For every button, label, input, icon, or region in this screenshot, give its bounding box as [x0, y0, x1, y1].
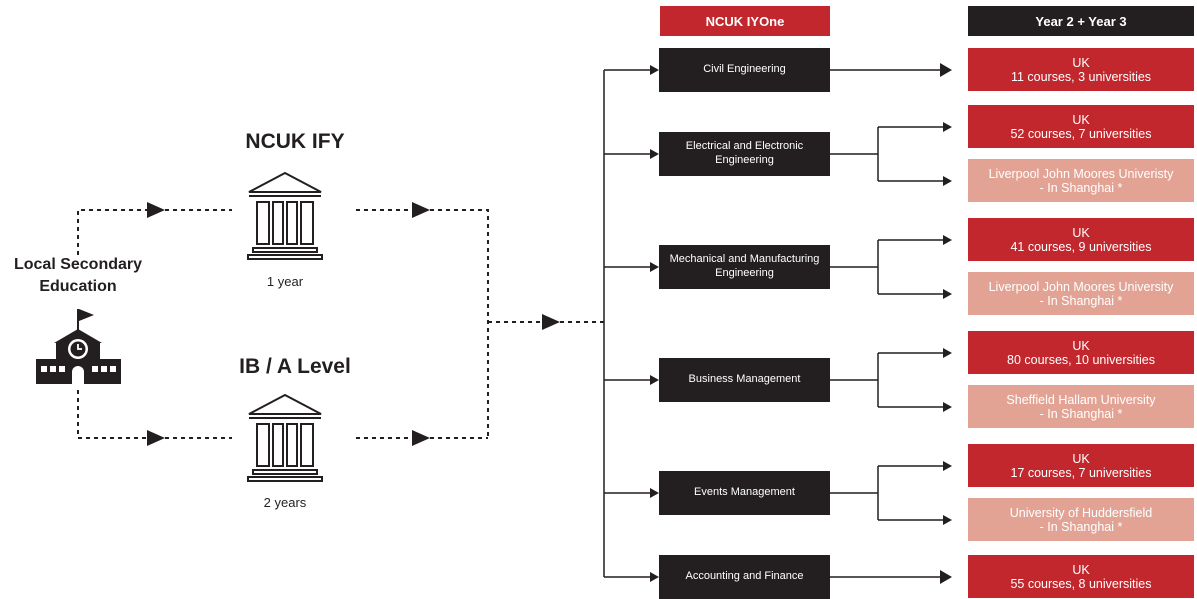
destination-box: UK 80 courses, 10 universities [968, 331, 1194, 374]
programme-events-management: Events Management [659, 471, 830, 515]
programme-accounting-finance: Accounting and Finance [659, 555, 830, 599]
iyone-header: NCUK IYOne [660, 6, 830, 36]
destination-title: UK [1072, 112, 1090, 127]
ib-duration: 2 years [263, 495, 307, 510]
destination-box: UK 11 courses, 3 universities [968, 48, 1194, 91]
destination-box: UK 52 courses, 7 universities [968, 105, 1194, 148]
destination-detail: 11 courses, 3 universities [1010, 69, 1152, 84]
destination-title: University of Huddersfield [1009, 505, 1153, 520]
destination-title: UK [1072, 55, 1090, 70]
destination-title: Liverpool John Moores Univeristy [988, 166, 1174, 181]
local-secondary-label: Local Secondary Education [13, 256, 143, 296]
ify-title: NCUK IFY [245, 130, 345, 153]
ib-title: IB / A Level [239, 355, 351, 378]
destination-box: Liverpool John Moores Univeristy - In Sh… [968, 159, 1194, 202]
destination-box: Sheffield Hallam University - In Shangha… [968, 385, 1194, 428]
ify-duration: 1 year [266, 274, 304, 289]
destination-title: UK [1072, 225, 1090, 240]
destination-detail: - In Shanghai * [1039, 293, 1123, 308]
destination-detail: - In Shanghai * [1039, 180, 1123, 195]
destination-title: Sheffield Hallam University [1006, 392, 1156, 407]
destination-detail: 80 courses, 10 universities [1007, 352, 1155, 367]
programme-business-management: Business Management [659, 358, 830, 402]
destination-box: UK 41 courses, 9 universities [968, 218, 1194, 261]
destination-detail: 52 courses, 7 universities [1010, 126, 1152, 141]
destination-detail: 55 courses, 8 universities [1010, 576, 1152, 591]
destination-box: UK 17 courses, 7 universities [968, 444, 1194, 487]
years-header: Year 2 + Year 3 [968, 6, 1194, 36]
destination-title: Liverpool John Moores University [988, 279, 1174, 294]
destination-detail: 41 courses, 9 universities [1010, 239, 1152, 254]
programme-mechanical-engineering: Mechanical and Manufacturing Engineering [659, 245, 830, 289]
destination-box: Liverpool John Moores University - In Sh… [968, 272, 1194, 315]
programme-electrical-engineering: Electrical and Electronic Engineering [659, 132, 830, 176]
destination-title: UK [1072, 451, 1090, 466]
institution-icon [247, 171, 323, 260]
destination-title: UK [1072, 562, 1090, 577]
destination-detail: - In Shanghai * [1039, 519, 1123, 534]
destination-title: UK [1072, 338, 1090, 353]
destination-box: University of Huddersfield - In Shanghai… [968, 498, 1194, 541]
school-icon [36, 309, 121, 384]
destination-detail: - In Shanghai * [1039, 406, 1123, 421]
destination-detail: 17 courses, 7 universities [1010, 465, 1152, 480]
destination-box: UK 55 courses, 8 universities [968, 555, 1194, 598]
programme-civil-engineering: Civil Engineering [659, 48, 830, 92]
institution-icon [247, 393, 323, 482]
